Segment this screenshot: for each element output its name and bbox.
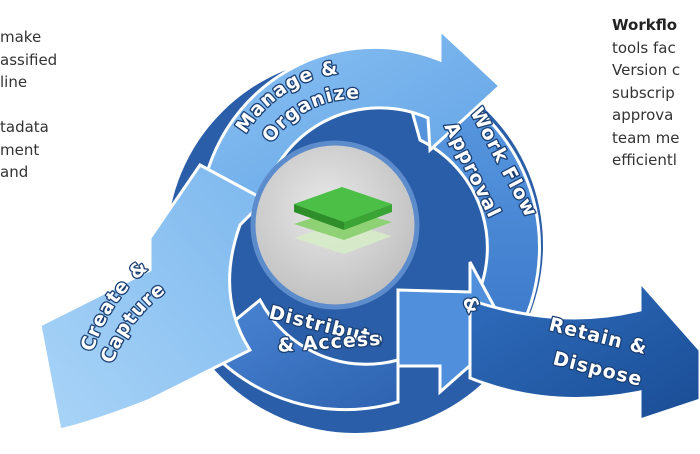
left-text-line: and xyxy=(0,163,29,181)
right-description-text: Workflo tools fac Version c subscrip app… xyxy=(612,14,700,172)
left-description-text: make assified line tadata ment and xyxy=(0,26,92,184)
left-text-line: ment xyxy=(0,140,40,159)
right-text-line: team me xyxy=(612,128,680,147)
right-text-line: tools fac xyxy=(612,38,676,57)
right-text-line: efficientl xyxy=(612,151,677,169)
left-text-line: assified xyxy=(0,50,58,69)
left-text-line: tadata xyxy=(0,118,49,136)
right-text-line: Version c xyxy=(612,61,681,79)
layers-icon xyxy=(294,187,392,254)
left-text-line: make xyxy=(0,28,42,46)
workflow-heading: Workflo xyxy=(612,16,678,34)
left-text-line: line xyxy=(0,73,28,91)
right-text-line: approva xyxy=(612,106,674,124)
right-text-line: subscrip xyxy=(612,83,675,102)
create-capture-arrow xyxy=(38,163,268,432)
retain-dispose-arrow xyxy=(468,278,700,423)
